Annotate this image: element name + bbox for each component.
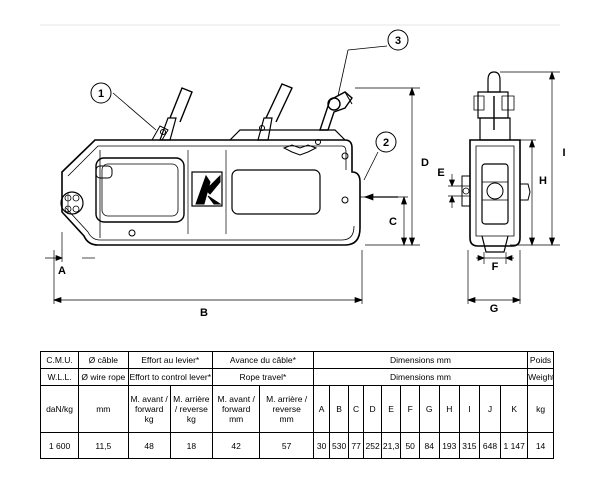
value-dim-k: 1 147 <box>500 432 529 459</box>
dim-label-c: C <box>389 216 397 228</box>
lever-forward <box>151 87 193 141</box>
dim-label-e: E <box>437 167 444 179</box>
value-dim-d: 252 <box>363 432 382 459</box>
dim-col-k: K <box>500 385 529 433</box>
callout-lines <box>112 45 388 181</box>
data-row: 1 600 11,5 48 18 42 57 30 530 77 252 21,… <box>39 432 554 459</box>
value-effort-reverse: 18 <box>169 432 213 459</box>
header-row-fr: C.M.U. Ø câble Effort au levier* Avance … <box>39 351 554 369</box>
callout-2-label: 2 <box>383 137 389 149</box>
value-dim-h: 193 <box>438 432 461 459</box>
dim-col-a: A <box>312 385 331 433</box>
unit-kg: kg <box>527 385 554 433</box>
dim-col-j: J <box>478 385 502 433</box>
dim-col-f: F <box>400 385 420 433</box>
header-poids: Poids <box>527 351 554 369</box>
header-row-en: W.L.L. Ø wire rope Effort to control lev… <box>39 368 554 386</box>
header-wire: Ø wire rope <box>78 368 129 386</box>
lever-reverse <box>257 83 293 141</box>
dim-col-d: D <box>363 385 382 433</box>
label-panel-left <box>95 157 185 223</box>
callout-1-circle <box>90 82 112 104</box>
value-cable: 11,5 <box>78 432 129 459</box>
unit-mm: mm <box>78 385 129 433</box>
header-avance: Avance du câble* <box>211 351 314 369</box>
value-travel-reverse: 57 <box>259 432 314 459</box>
dim-label-h: H <box>539 175 547 187</box>
dim-label-g: G <box>490 303 499 315</box>
header-effort: Effort au levier* <box>127 351 213 369</box>
value-dim-j: 648 <box>478 432 502 459</box>
label-panel-right <box>231 169 321 215</box>
housing-outline <box>61 139 361 246</box>
logo-plate <box>191 171 223 207</box>
rope-guide <box>60 191 84 215</box>
side-view <box>60 83 361 246</box>
dim-col-h: H <box>438 385 461 433</box>
header-travel: Rope travel* <box>211 368 314 386</box>
header-dimensions: Dimensions mm <box>312 351 529 369</box>
specifications-table: C.M.U. Ø câble Effort au levier* Avance … <box>39 351 554 459</box>
unit-effort-forward: M. avant / forward kg <box>127 385 171 433</box>
units-row: daN/kg mm M. avant / forward kg M. arriè… <box>39 385 554 433</box>
value-wll: 1 600 <box>39 432 80 459</box>
dim-col-g: G <box>418 385 440 433</box>
wing-nut <box>282 144 318 156</box>
dim-col-e: E <box>380 385 402 433</box>
header-dimensions-en: Dimensions mm <box>312 368 529 386</box>
callout-1-label: 1 <box>98 88 104 100</box>
header-cable: Ø câble <box>78 351 129 369</box>
dim-col-b: B <box>329 385 349 433</box>
value-dim-i: 315 <box>459 432 480 459</box>
callout-2-circle <box>375 131 397 153</box>
header-cmu: C.M.U. <box>39 351 80 369</box>
value-dim-g: 84 <box>418 432 440 459</box>
dim-label-i: I <box>562 147 565 159</box>
dim-col-c: C <box>347 385 365 433</box>
unit-dankg: daN/kg <box>39 385 80 433</box>
side-dimensions <box>45 86 420 304</box>
dim-label-a: A <box>58 265 66 277</box>
callout-3-label: 3 <box>395 35 401 47</box>
value-dim-e: 21,3 <box>380 432 402 459</box>
value-dim-f: 50 <box>400 432 420 459</box>
value-travel-forward: 42 <box>211 432 261 459</box>
dim-label-b: B <box>200 307 208 319</box>
value-dim-b: 530 <box>329 432 349 459</box>
value-dim-a: 30 <box>312 432 331 459</box>
value-effort-forward: 48 <box>127 432 171 459</box>
release-lever <box>319 91 353 131</box>
dim-label-d: D <box>421 157 429 169</box>
header-effort-en: Effort to control lever* <box>127 368 213 386</box>
front-dimensions <box>448 70 560 304</box>
value-dim-c: 77 <box>347 432 365 459</box>
dim-col-i: I <box>459 385 480 433</box>
technical-drawing: 1 2 3 A B C D E F G H I <box>40 24 566 319</box>
header-wll: W.L.L. <box>39 368 80 386</box>
front-body <box>469 139 521 247</box>
callout-3-circle <box>387 29 409 51</box>
dim-label-f: F <box>492 261 499 273</box>
unit-travel-forward: M. avant / forward mm <box>211 385 261 433</box>
front-view <box>461 71 531 253</box>
unit-effort-reverse: M. arrière / reverse kg <box>169 385 213 433</box>
value-weight: 14 <box>527 432 554 459</box>
header-weight: Weight <box>527 368 554 386</box>
unit-travel-reverse: M. arrière / reverse mm <box>259 385 314 433</box>
